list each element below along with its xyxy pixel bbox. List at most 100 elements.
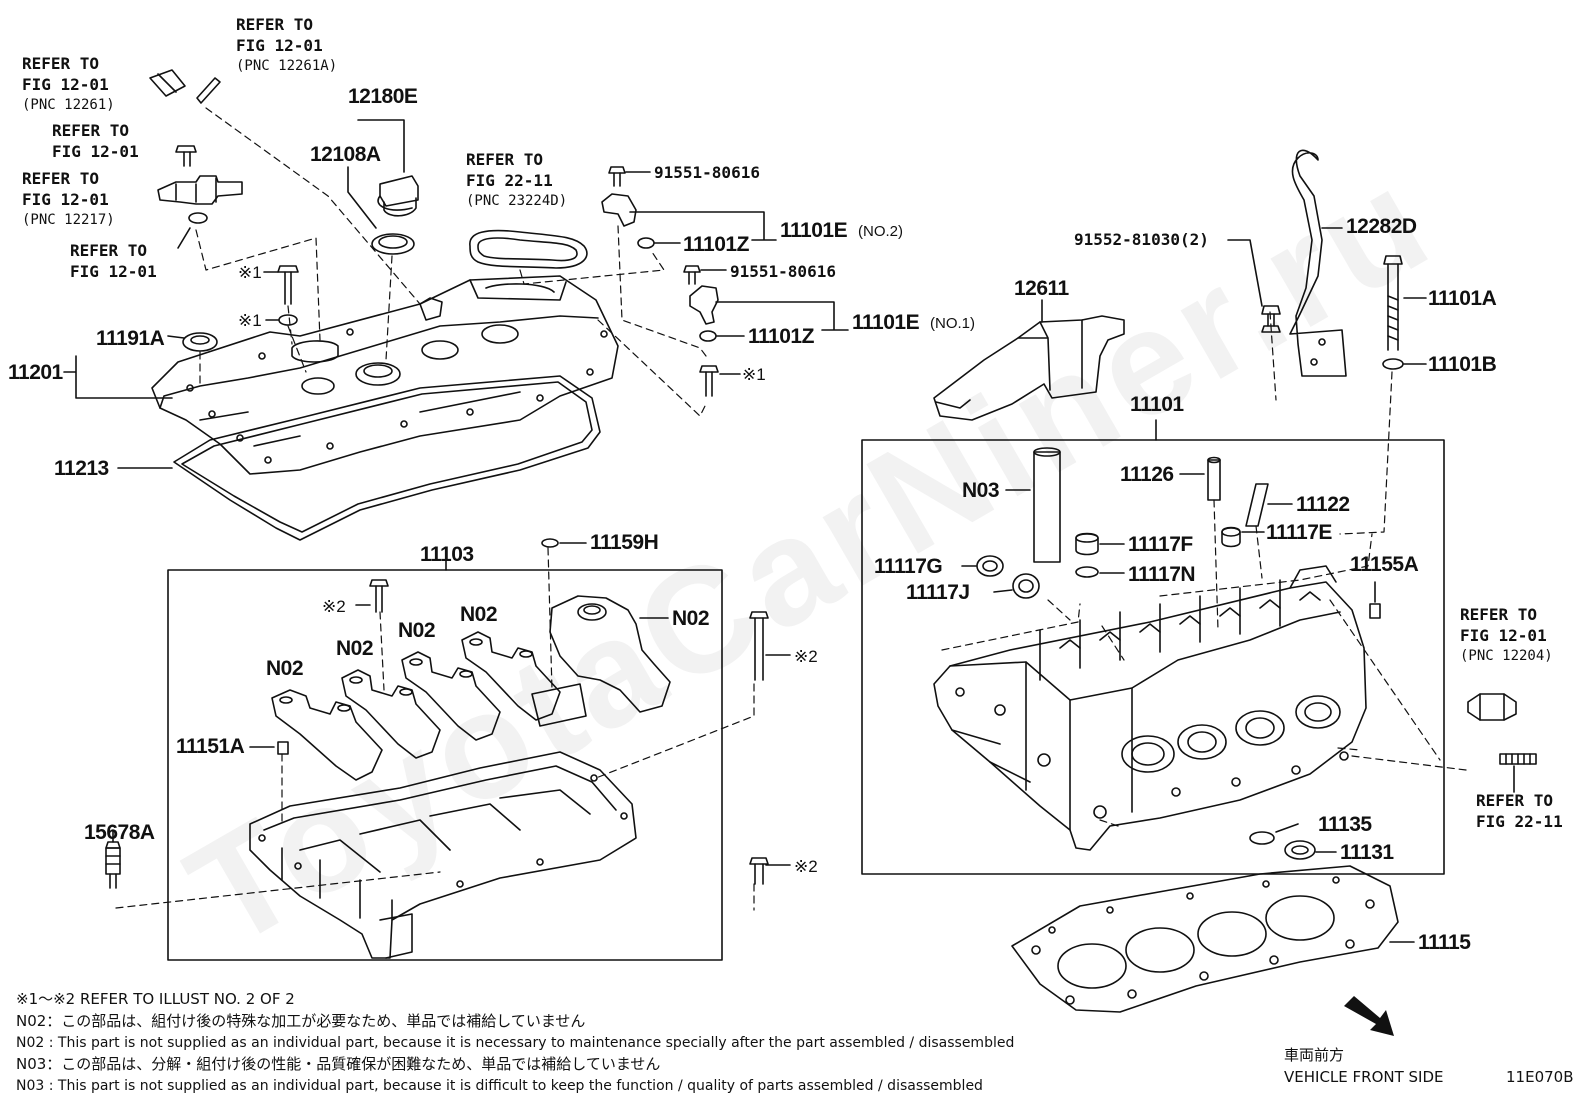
bearing-cap-5 xyxy=(531,595,671,727)
dashed-construction xyxy=(941,533,1467,827)
seal-11131 xyxy=(1284,840,1316,860)
pin-11155A xyxy=(1369,603,1381,619)
label-11117N: 11117N xyxy=(1128,563,1196,586)
label-12611: 12611 xyxy=(1014,277,1069,300)
label-15678A: 15678A xyxy=(84,821,155,844)
cam-sensor-no2 xyxy=(601,193,637,227)
label-11126: 11126 xyxy=(1120,463,1174,486)
seal-11191A-inner xyxy=(190,335,210,345)
cylinder-head-cover xyxy=(151,275,619,475)
bearing-cap-2 xyxy=(341,669,441,759)
bolt-mark1-c xyxy=(699,365,719,397)
label-11101A: 11101A xyxy=(1428,287,1497,310)
seal-11159H xyxy=(541,538,559,548)
refer-c-line1: REFER TO xyxy=(52,121,130,140)
seal-11191A xyxy=(182,332,218,352)
label-12108A: 12108A xyxy=(310,143,381,166)
refer-b-pnc: (PNC 12261A) xyxy=(236,58,338,74)
label-91551-a: 91551-80616 xyxy=(654,163,760,182)
bracket-11101E2 xyxy=(629,211,777,241)
refer-b-line2: FIG 12-01 xyxy=(236,36,323,55)
label-11155A: 11155A xyxy=(1350,553,1419,576)
cam-sensor-left xyxy=(157,175,243,205)
filler-cap-gasket xyxy=(371,233,415,255)
label-11191A: 11191A xyxy=(96,327,165,350)
leader-11201 xyxy=(63,355,173,399)
o-ring-small-left xyxy=(188,212,208,224)
label-mark1-c: ※1 xyxy=(742,365,766,384)
gasket-11135 xyxy=(1249,831,1275,845)
refer-g-line2: FIG 12-01 xyxy=(1460,626,1547,645)
label-12282D: 12282D xyxy=(1346,215,1417,238)
bolt-mark2-b xyxy=(749,611,769,681)
label-N02-d: N02 xyxy=(460,603,498,626)
refer-g: REFER TO FIG 12-01 (PNC 12204) xyxy=(1460,604,1553,667)
label-11101Z-a: 11101Z xyxy=(683,233,749,256)
washer-11117N xyxy=(1075,566,1099,578)
camshaft-housing xyxy=(249,751,637,959)
label-11101E-no1: 11101E xyxy=(852,311,920,334)
label-mark2-b: ※2 xyxy=(794,647,818,666)
refer-d-line1: REFER TO xyxy=(22,169,100,188)
head-gasket-11115 xyxy=(1011,865,1399,1013)
label-11101E-no2: 11101E xyxy=(780,219,848,242)
refer-h: REFER TO FIG 22-11 xyxy=(1476,790,1563,832)
refer-a-pnc: (PNC 12261) xyxy=(22,97,115,113)
label-11131: 11131 xyxy=(1340,841,1394,864)
refer-c: REFER TO FIG 12-01 xyxy=(52,120,139,162)
head-bolt-11101A xyxy=(1383,255,1403,351)
label-11151A: 11151A xyxy=(176,735,245,758)
label-11159H: 11159H xyxy=(590,531,659,554)
label-11122: 11122 xyxy=(1296,493,1350,516)
label-11101E-no1-note: (NO.1) xyxy=(930,315,975,332)
refer-g-pnc: (PNC 12204) xyxy=(1460,648,1553,664)
label-mark2-a: ※2 xyxy=(322,597,346,616)
bolt-mark2-a xyxy=(369,579,389,613)
oil-control-valve xyxy=(1467,693,1517,721)
cover-gasket xyxy=(173,375,601,541)
note-n02-en: N02 : This part is not supplied as an in… xyxy=(16,1035,1015,1051)
leader-11117J xyxy=(993,589,1013,593)
engine-hanger-12282D xyxy=(1289,149,1347,377)
label-N02-b: N02 xyxy=(336,637,374,660)
label-N02-c: N02 xyxy=(398,619,436,642)
label-11101: 11101 xyxy=(1130,393,1184,416)
label-N03: N03 xyxy=(962,479,1000,502)
refer-d-pnc: (PNC 12217) xyxy=(22,212,115,228)
refer-e-line2: FIG 12-01 xyxy=(70,262,157,281)
bolt-top-left xyxy=(175,145,197,167)
diagram-code: 11E070B xyxy=(1506,1068,1574,1086)
stud-fig22 xyxy=(1499,753,1537,765)
bolt-mark2-c xyxy=(749,857,769,885)
oil-filler-cap xyxy=(377,175,419,217)
leader-11135 xyxy=(1275,823,1299,833)
label-12180E: 12180E xyxy=(348,85,418,108)
refer-b-line1: REFER TO xyxy=(236,15,314,34)
leader-12108A xyxy=(347,166,377,229)
label-11101Z-b: 11101Z xyxy=(748,325,814,348)
label-91551-b: 91551-80616 xyxy=(730,262,836,281)
seal-11117J xyxy=(1012,573,1040,599)
o-ring-11101Z-b xyxy=(699,330,717,342)
stud-15678A xyxy=(105,841,121,889)
valve-guide-11122 xyxy=(1245,483,1269,527)
valve-guide-11126 xyxy=(1207,456,1221,501)
o-ring-11101Z-a xyxy=(637,237,655,249)
note-n03-en: N03 : This part is not supplied as an in… xyxy=(16,1078,983,1094)
washer-11101B xyxy=(1382,358,1404,370)
label-11117J: 11117J xyxy=(906,581,970,604)
note-marks: ※1～※2 REFER TO ILLUST NO. 2 OF 2 xyxy=(16,990,295,1008)
leader-12180E xyxy=(357,119,405,173)
bearing-cap-3 xyxy=(401,651,501,741)
refer-a-line2: FIG 12-01 xyxy=(22,75,109,94)
bearing-cap-4 xyxy=(461,631,561,721)
frame-11101 xyxy=(861,439,1445,875)
plug-tube-gasket xyxy=(469,229,588,269)
refer-b: REFER TO FIG 12-01 (PNC 12261A) xyxy=(236,14,337,77)
label-11117G: 11117G xyxy=(874,555,943,578)
front-side-jp: 車両前方 xyxy=(1284,1046,1345,1064)
refer-a: REFER TO FIG 12-01 (PNC 12261) xyxy=(22,53,115,116)
pin-11151A xyxy=(277,741,289,755)
sleeve-N03 xyxy=(1033,447,1061,563)
